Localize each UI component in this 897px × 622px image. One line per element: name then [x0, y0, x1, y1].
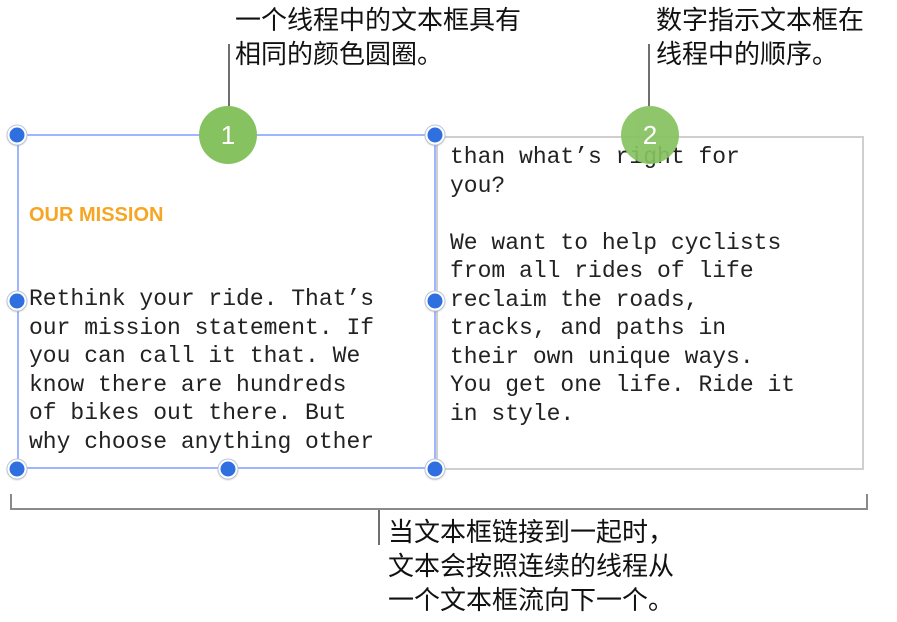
- thread-badge-1: 1: [199, 106, 257, 164]
- resize-handle-top-left[interactable]: [7, 125, 27, 145]
- thread-badge-2: 2: [621, 106, 679, 164]
- resize-handle-middle-left[interactable]: [7, 291, 27, 311]
- resize-handle-bottom-left[interactable]: [7, 459, 27, 479]
- bracket-horizontal: [10, 508, 868, 510]
- resize-handle-bottom-right[interactable]: [425, 459, 445, 479]
- leader-line-flow: [378, 509, 380, 545]
- text-box-1-body: Rethink your ride. That’s our mission st…: [29, 286, 375, 455]
- bracket-left-tick: [10, 494, 12, 509]
- callout-flow: 当文本框链接到一起时， 文本会按照连续的线程从 一个文本框流向下一个。: [388, 518, 675, 616]
- leader-line-2: [648, 44, 650, 106]
- resize-handle-bottom-center[interactable]: [218, 459, 238, 479]
- text-box-1-heading: OUR MISSION: [29, 204, 164, 226]
- leader-line-1: [228, 44, 230, 106]
- callout-thread-color: 一个线程中的文本框具有 相同的颜色圆圈。: [235, 6, 522, 70]
- resize-handle-middle-right[interactable]: [425, 291, 445, 311]
- resize-handle-top-right[interactable]: [425, 125, 445, 145]
- bracket-right-tick: [866, 494, 868, 509]
- callout-order-number: 数字指示文本框在 线程中的顺序。: [656, 6, 865, 70]
- text-box-2-body: than what’s right for you? We want to he…: [450, 144, 796, 427]
